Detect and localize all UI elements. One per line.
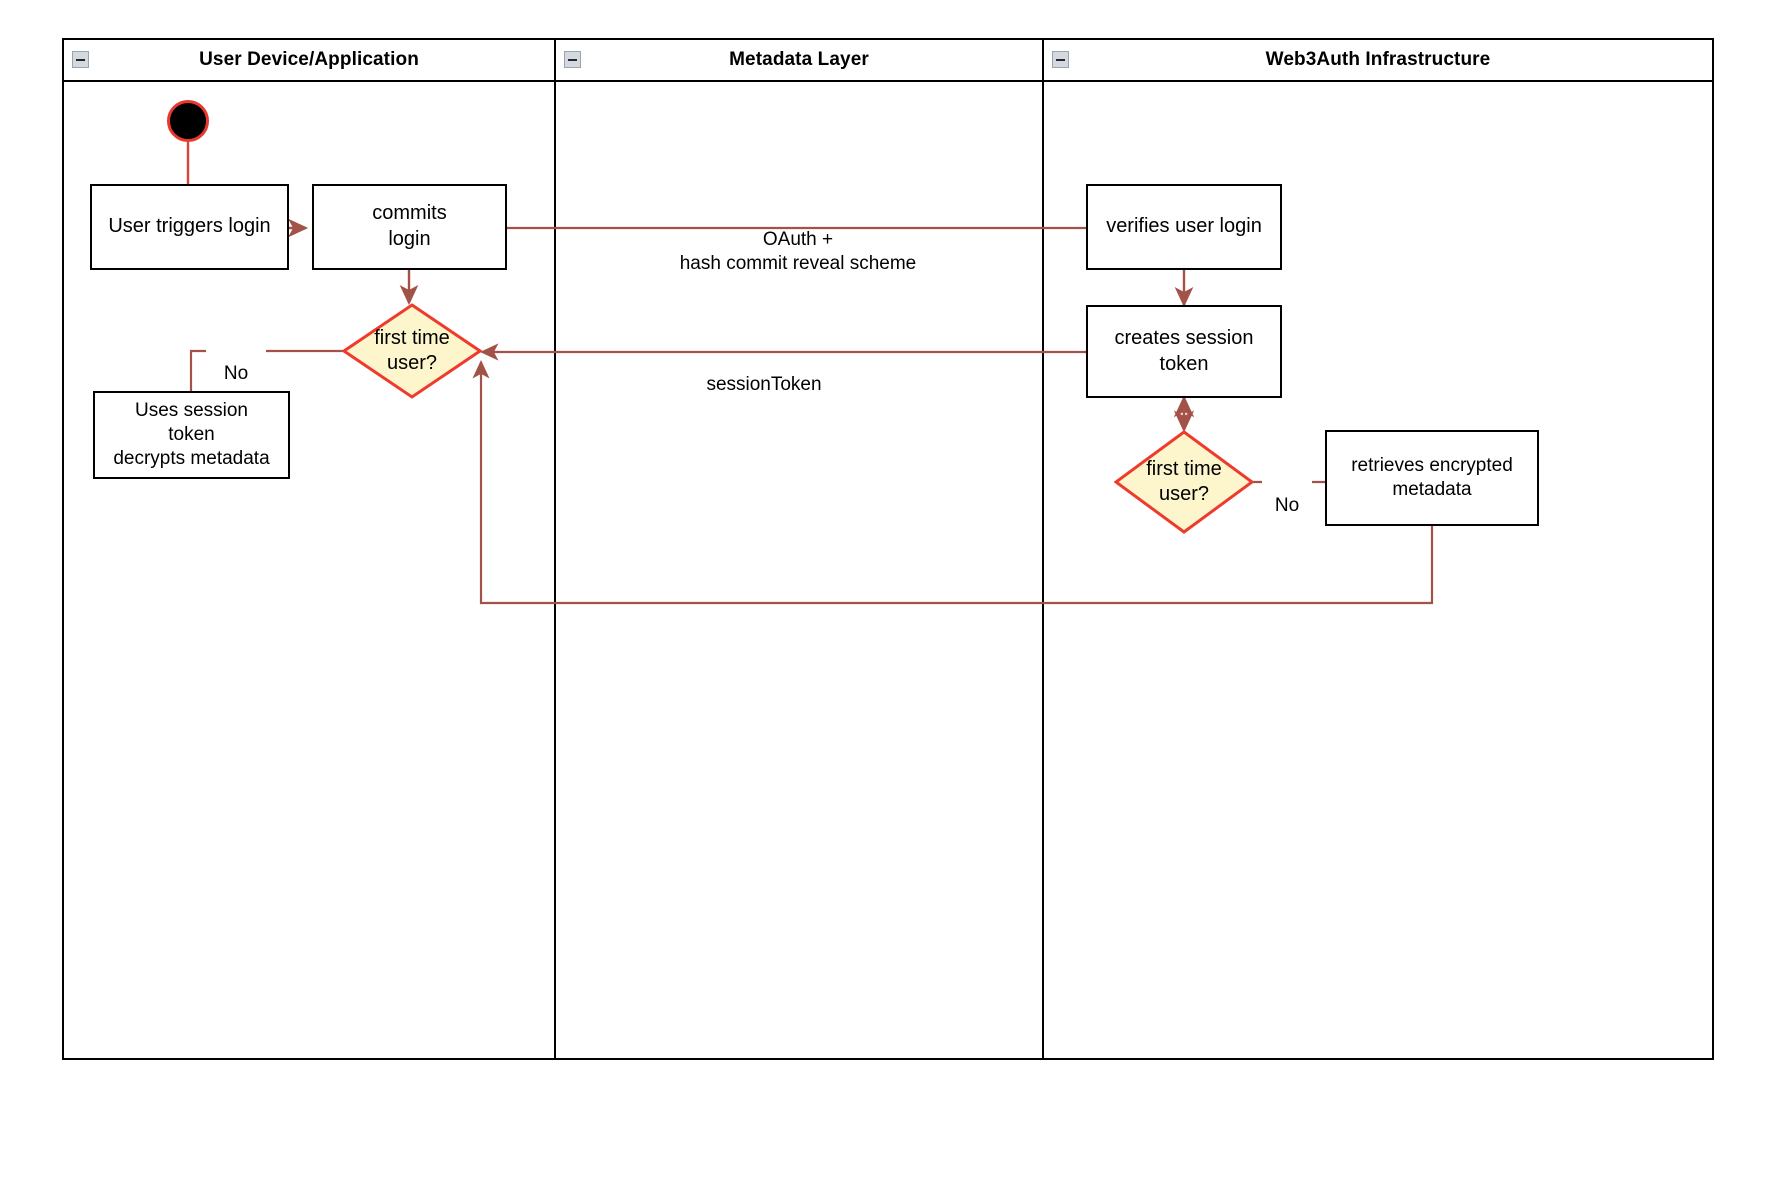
swimlane-header-web3auth-infrastructure: Web3Auth Infrastructure [1044, 40, 1712, 82]
swimlane-pool: User Device/Application Metadata Layer W… [62, 38, 1714, 1060]
decision-shape [1113, 430, 1255, 534]
activity-user-triggers-login[interactable]: User triggers login [90, 184, 289, 270]
activity-label: User triggers login [108, 215, 271, 238]
activity-creates-session-token[interactable]: creates session token [1086, 305, 1282, 398]
edge-label-session-token: sessionToken [644, 348, 884, 397]
swimlane-web3auth-infrastructure: Web3Auth Infrastructure [1044, 40, 1712, 1058]
edge-label-no-left: No [206, 337, 266, 387]
activity-label: commits login [372, 202, 447, 250]
start-node[interactable] [167, 100, 209, 142]
activity-label: Uses session token decrypts metadata [113, 399, 270, 470]
swimlane-header-metadata-layer: Metadata Layer [556, 40, 1042, 82]
activity-commits-login[interactable]: commits login [312, 184, 507, 270]
decision-first-time-user-left[interactable]: first time user? [341, 303, 483, 399]
swimlane-header-user-device: User Device/Application [64, 40, 554, 82]
swimlane-title-metadata-layer: Metadata Layer [729, 49, 869, 70]
decision-label: first time user? [1146, 458, 1222, 505]
collapse-minus-icon[interactable] [1052, 51, 1069, 68]
decision-label: first time user? [374, 327, 450, 374]
edge-label-text: No [1274, 494, 1300, 516]
swimlane-title-user-device: User Device/Application [199, 49, 419, 70]
edge-label-oauth-hash-commit: OAuth + hash commit reveal scheme [608, 203, 988, 277]
collapse-minus-icon[interactable] [564, 51, 581, 68]
edge-label-text: sessionToken [706, 373, 822, 395]
collapse-minus-icon[interactable] [72, 51, 89, 68]
decision-shape [341, 303, 483, 399]
activity-label: retrieves encrypted metadata [1351, 454, 1513, 500]
activity-uses-session-token-decrypts-metadata[interactable]: Uses session token decrypts metadata [93, 391, 290, 479]
swimlane-user-device: User Device/Application [64, 40, 556, 1058]
activity-verifies-user-login[interactable]: verifies user login [1086, 184, 1282, 270]
swimlane-title-web3auth-infrastructure: Web3Auth Infrastructure [1265, 49, 1491, 70]
edge-label-no-right: No [1262, 469, 1312, 519]
edge-label-text: No [223, 362, 249, 384]
decision-first-time-user-right[interactable]: first time user? [1113, 430, 1255, 534]
activity-retrieves-encrypted-metadata[interactable]: retrieves encrypted metadata [1325, 430, 1539, 526]
edge-label-text: OAuth + hash commit reveal scheme [679, 228, 917, 275]
activity-label: verifies user login [1106, 215, 1262, 238]
activity-label: creates session token [1114, 326, 1254, 375]
swimlane-metadata-layer: Metadata Layer [556, 40, 1044, 1058]
